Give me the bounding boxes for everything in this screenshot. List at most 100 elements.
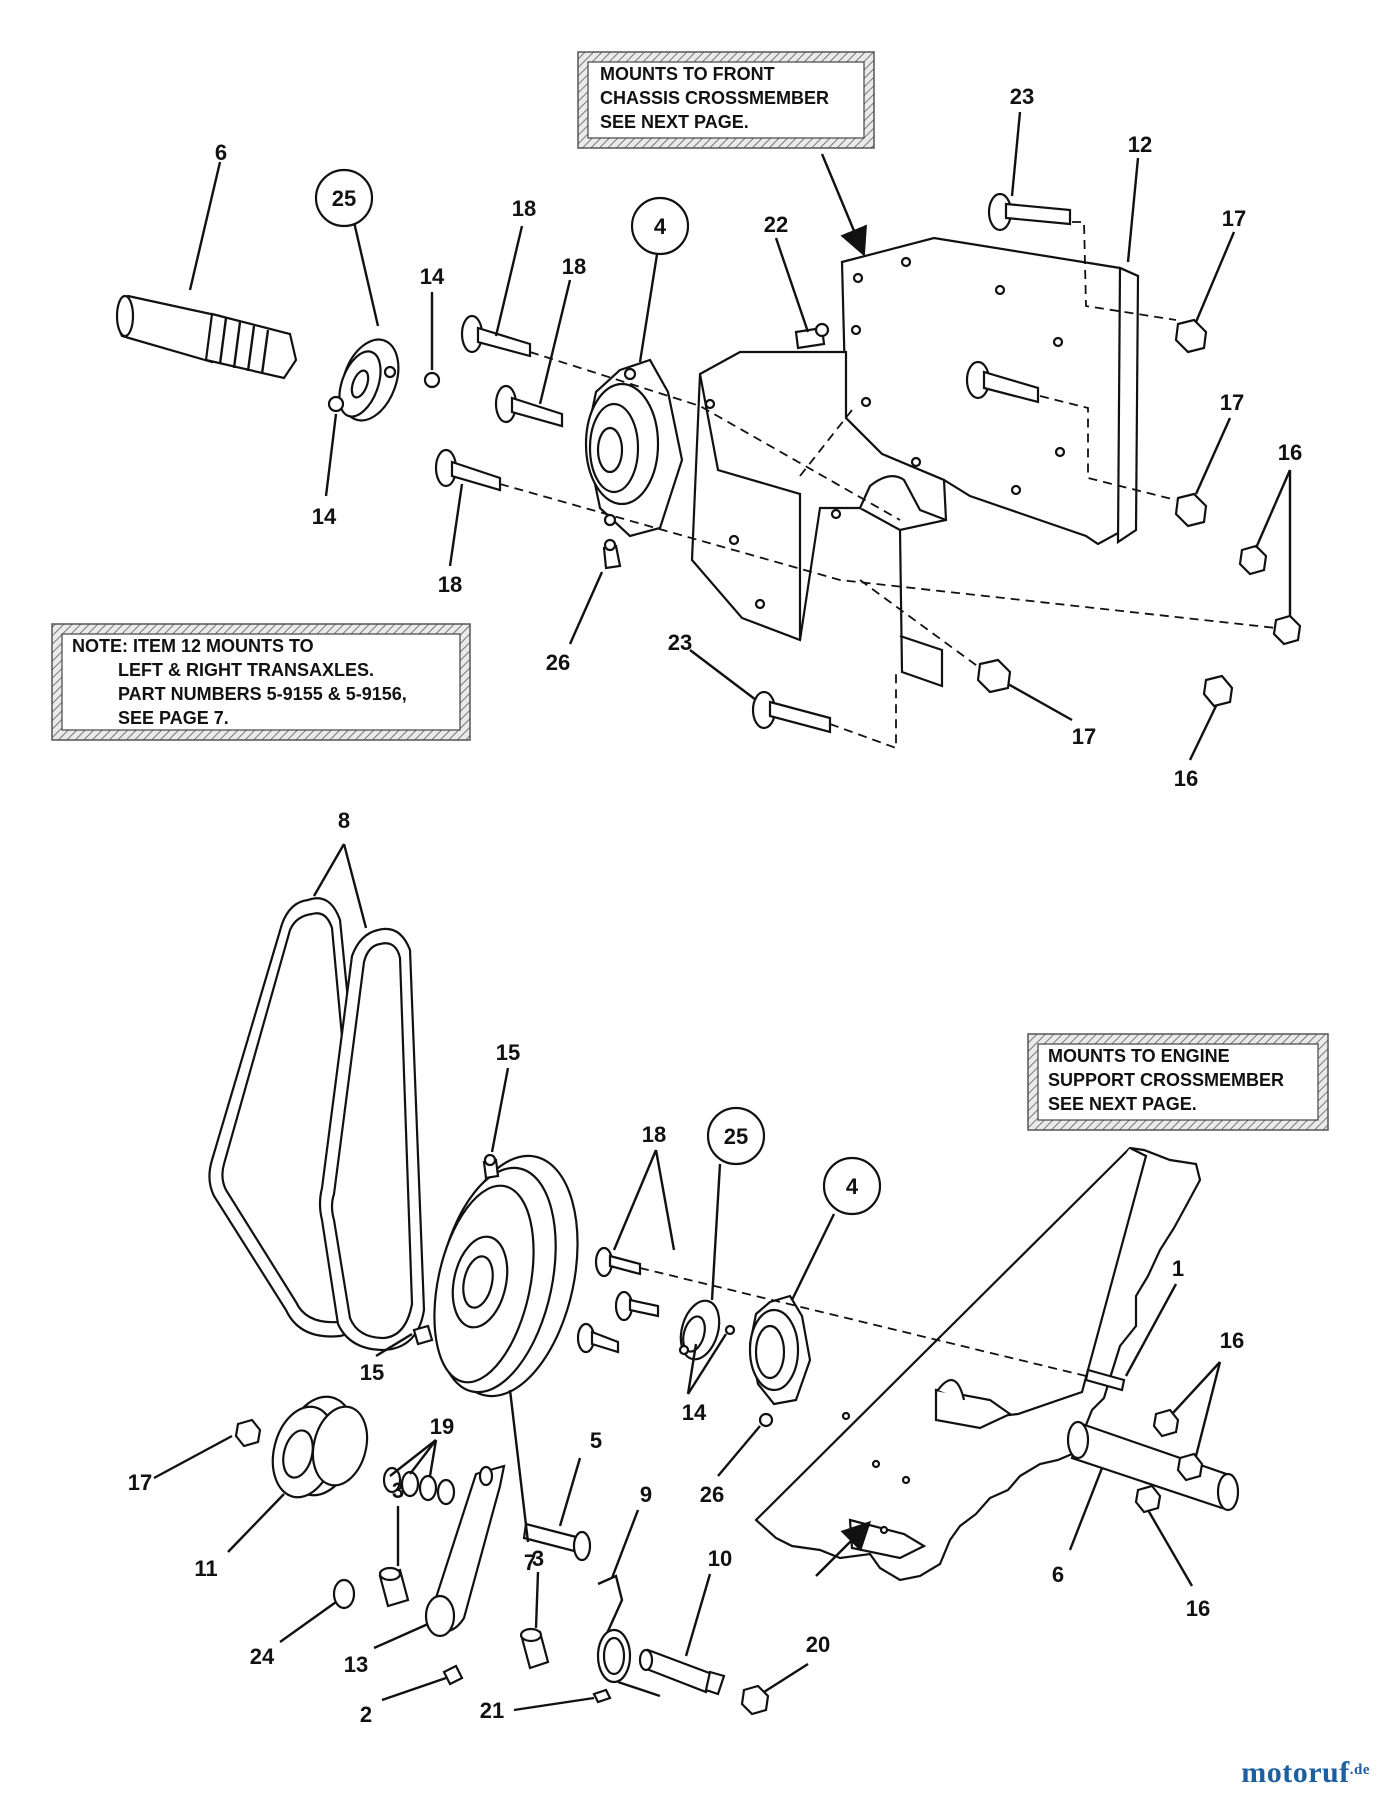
callout-18-lower: 18 (642, 1122, 666, 1147)
callout-5: 5 (590, 1428, 602, 1453)
key-1 (1084, 1368, 1126, 1392)
upper-callouts: 6 25 14 14 18 18 18 4 22 23 12 17 17 16 … (215, 84, 1302, 791)
callout-26-lower: 26 (700, 1482, 724, 1507)
bolt-23a (987, 192, 1072, 232)
note-top-line-2: CHASSIS CROSSMEMBER (600, 88, 829, 108)
callout-circle-25-lower (706, 1106, 766, 1166)
bolt-23c (751, 690, 832, 734)
callout-3-b: 3 (532, 1546, 544, 1571)
watermark-brand: motoruf (1241, 1756, 1350, 1789)
note-left-line-1: NOTE: ITEM 12 MOUNTS TO (72, 636, 314, 656)
bolt-18-lower-b (614, 1290, 660, 1322)
fitting-26-upper (602, 538, 622, 570)
callout-22: 22 (764, 212, 788, 237)
bolt-18b (494, 384, 564, 428)
note-top-line-1: MOUNTS TO FRONT (600, 64, 775, 84)
callout-9: 9 (640, 1482, 652, 1507)
callout-18-upper-b: 18 (562, 254, 586, 279)
shaft-6 (115, 294, 298, 380)
callout-23-upper-a: 23 (1010, 84, 1034, 109)
callout-6-lower: 6 (1052, 1562, 1064, 1587)
callout-18-upper-a: 18 (512, 196, 536, 221)
callout-4-lower: 4 (846, 1174, 859, 1199)
idler-11 (271, 1395, 369, 1499)
bushing-3b (519, 1627, 550, 1670)
callout-12: 12 (1128, 132, 1152, 157)
upper-leaders (188, 111, 1292, 761)
callout-circle-4-upper (630, 196, 690, 256)
callout-4-upper: 4 (654, 214, 667, 239)
callout-6-upper: 6 (215, 140, 227, 165)
bolt-5 (522, 1522, 592, 1562)
callout-20: 20 (806, 1632, 830, 1657)
callout-1: 1 (1172, 1256, 1184, 1281)
note-br-line-1: MOUNTS TO ENGINE (1048, 1046, 1230, 1066)
note-br-line-2: SUPPORT CROSSMEMBER (1048, 1070, 1284, 1090)
note-top: MOUNTS TO FRONT CHASSIS CROSSMEMBER SEE … (577, 51, 875, 149)
nut-16c (1202, 674, 1234, 708)
callout-23-upper-b: 23 (668, 630, 692, 655)
pin-21 (592, 1688, 612, 1704)
nut-17a (1174, 318, 1208, 354)
shaft-6-lower (1066, 1420, 1240, 1512)
nut-16-lower-c (1134, 1484, 1162, 1514)
belts-8 (208, 897, 426, 1352)
setscrew-14b (327, 395, 345, 413)
note-bottom-right: MOUNTS TO ENGINE SUPPORT CROSSMEMBER SEE… (1027, 1033, 1329, 1131)
nut-17-lower (234, 1418, 262, 1448)
nut-16b (1272, 614, 1302, 646)
callout-16-upper-b: 16 (1174, 766, 1198, 791)
lower-leaders (153, 843, 1222, 1712)
note-left: NOTE: ITEM 12 MOUNTS TO LEFT & RIGHT TRA… (51, 623, 471, 741)
callout-7: 7 (524, 1550, 536, 1575)
callout-14-upper-b: 14 (312, 504, 337, 529)
callout-16-lower-a: 16 (1220, 1328, 1244, 1353)
callout-2: 2 (360, 1702, 372, 1727)
watermark-logo: motoruf.de (1241, 1756, 1370, 1790)
callout-13: 13 (344, 1652, 368, 1677)
callout-24: 24 (250, 1644, 275, 1669)
nut-16a (1238, 544, 1268, 576)
note-top-line-3: SEE NEXT PAGE. (600, 112, 749, 132)
lower-assembly (208, 897, 1240, 1716)
callout-15-a: 15 (496, 1040, 520, 1065)
callout-14-lower: 14 (682, 1400, 707, 1425)
bearing-4 (584, 358, 684, 538)
nut-16-lower-a (1152, 1408, 1180, 1438)
nut-16-lower-b (1176, 1452, 1204, 1482)
bracket-12 (690, 236, 1140, 688)
callout-17-upper-b: 17 (1220, 390, 1244, 415)
bolt-18-lower-c (576, 1322, 620, 1354)
callout-21: 21 (480, 1698, 504, 1723)
callout-8: 8 (338, 808, 350, 833)
note-left-line-2: LEFT & RIGHT TRANSAXLES. (118, 660, 374, 680)
fitting-26-lower (758, 1412, 774, 1428)
screw-2 (442, 1664, 464, 1686)
pin-10 (638, 1648, 726, 1696)
bushing-3a (378, 1566, 410, 1608)
callout-17-upper-c: 17 (1072, 724, 1096, 749)
callout-25-lower: 25 (724, 1124, 748, 1149)
callout-16-upper-a: 16 (1278, 440, 1302, 465)
bolt-18c (434, 448, 502, 492)
collar-25 (338, 338, 400, 422)
callout-25-upper: 25 (332, 186, 356, 211)
pulley-7 (433, 1154, 579, 1398)
callout-10: 10 (708, 1546, 732, 1571)
setscrew-14a (423, 371, 441, 389)
callout-11: 11 (194, 1556, 217, 1581)
callout-19: 19 (430, 1414, 454, 1439)
callout-circle-25-upper (314, 168, 374, 228)
watermark-tld: .de (1349, 1762, 1370, 1778)
bolt-18-lower-a (594, 1246, 642, 1278)
callout-15-b: 15 (360, 1360, 384, 1385)
stud-22 (794, 322, 830, 350)
upper-assembly (115, 192, 1302, 750)
note-br-line-3: SEE NEXT PAGE. (1048, 1094, 1197, 1114)
nut-20 (740, 1684, 770, 1716)
callout-14-upper-a: 14 (420, 264, 445, 289)
collar-25-lower (678, 1299, 736, 1361)
washer-24 (332, 1578, 356, 1610)
bolt-18a (460, 314, 532, 358)
